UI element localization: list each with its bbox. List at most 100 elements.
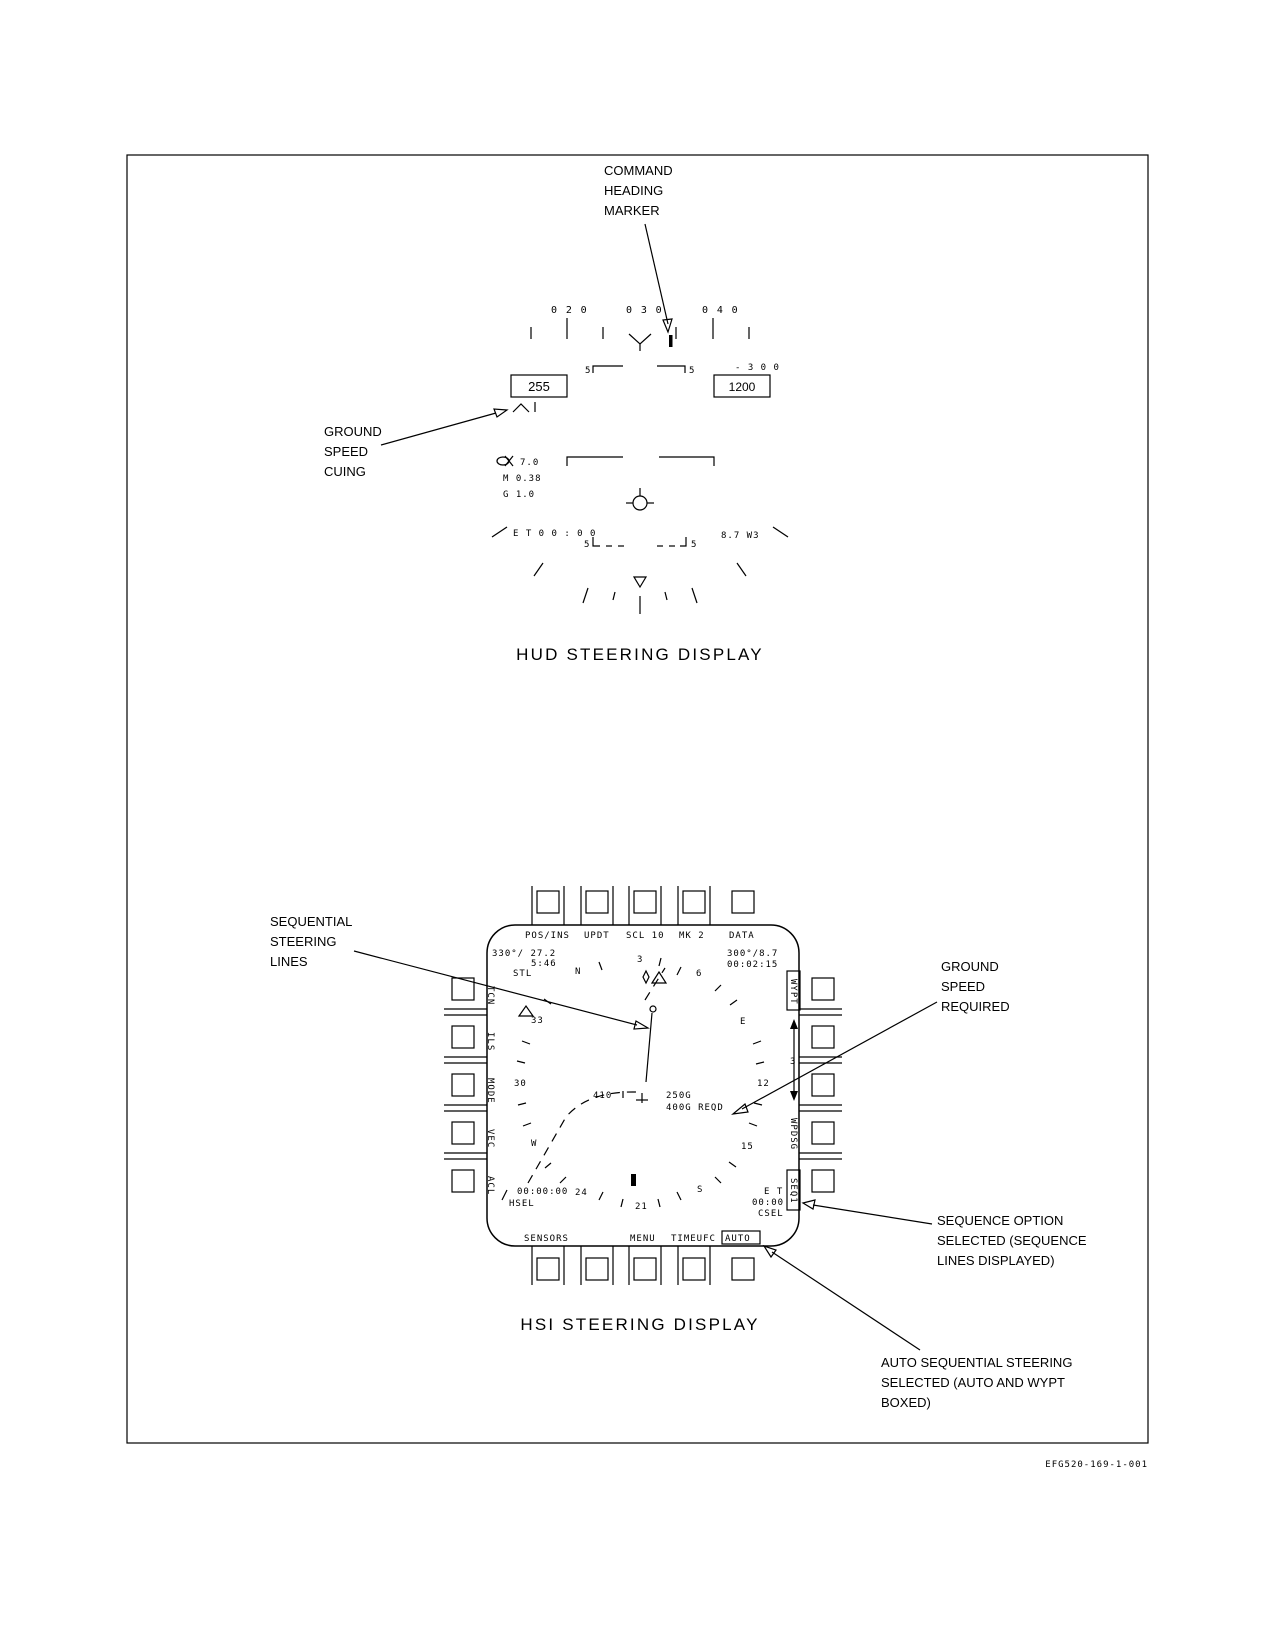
callout-gs-cuing-1: GROUND: [324, 424, 382, 439]
waypoint-time: 00:02:15: [727, 960, 778, 970]
range-scale-value: 3: [790, 1057, 796, 1067]
heading-tape-020: 0 2 0: [551, 305, 588, 316]
elapsed-time: E T 0 0 : 0 0: [513, 529, 596, 539]
leader-gs-required: [741, 1001, 938, 1110]
pitch-bar-upper-left: [592, 365, 623, 373]
bank-pointer: [632, 576, 648, 589]
callout-gs-cuing-3: CUING: [324, 464, 366, 479]
callout-gs-cuing-2: SPEED: [324, 444, 368, 459]
distance-waypoint: 8.7 W3: [721, 531, 760, 541]
callout-command-heading-1: COMMAND: [604, 163, 673, 178]
heading-tape-030: 0 3 0: [626, 305, 663, 316]
command-heading-marker: [669, 335, 673, 347]
wypt-box: [786, 970, 801, 1011]
label-ils[interactable]: ILS: [485, 1032, 495, 1051]
right-pushbuttons[interactable]: [799, 977, 842, 1193]
course-line: [645, 1012, 653, 1083]
label-seq1[interactable]: SEQ1: [788, 1178, 798, 1204]
heading-tape-040: 0 4 0: [702, 305, 739, 316]
compass-24: 24: [575, 1188, 588, 1198]
stl-label: STL: [513, 969, 532, 979]
callout-seq-lines-2: STEERING: [270, 934, 336, 949]
mach-value: M 0.38: [503, 474, 542, 484]
alpha-icon: [496, 455, 514, 467]
label-pos-ins[interactable]: POS/INS: [525, 931, 570, 941]
sequential-line-left: [527, 1091, 637, 1184]
hsi-display: POS/INS UPDT SCL 10 MK 2 DATA SENSORS ME…: [444, 886, 842, 1334]
leader-command-heading: [644, 223, 669, 325]
figure-id: EFG520-169-1-001: [1045, 1460, 1148, 1470]
heading-caret: [628, 333, 652, 345]
callout-auto-seq-3: BOXED): [881, 1395, 931, 1410]
vertical-velocity: - 3 0 0: [735, 363, 780, 373]
gs-required: 400G REQD: [666, 1103, 724, 1113]
label-wypt[interactable]: WYPT: [788, 979, 798, 1005]
alpha-value: 7.0: [520, 458, 539, 468]
et-label: E T: [764, 1187, 783, 1197]
compass-e: E: [740, 1017, 746, 1027]
heading-distance: 330°/ 27.2: [492, 949, 556, 959]
label-menu[interactable]: MENU: [630, 1234, 656, 1244]
auto-box: [721, 1230, 761, 1245]
top-pushbuttons[interactable]: [531, 886, 755, 925]
label-mk[interactable]: MK 2: [679, 931, 705, 941]
compass-ticks: [516, 957, 765, 1208]
horizon-bar-right: [659, 456, 715, 466]
callout-seq-option-3: LINES DISPLAYED): [937, 1253, 1055, 1268]
leader-seq-option: [812, 1204, 933, 1225]
waypoint-33-symbol: [517, 1004, 535, 1017]
et-time: 00:00: [752, 1198, 784, 1208]
callout-command-heading-3: MARKER: [604, 203, 660, 218]
horizon-bar-left: [566, 456, 623, 466]
label-wpdsg[interactable]: WPDSG: [788, 1118, 798, 1150]
hud-display: 0 2 0 0 3 0 0 4 0 5 5 255 - 3 0 0 1200: [491, 305, 789, 664]
callout-gs-required-1: GROUND: [941, 959, 999, 974]
label-scl[interactable]: SCL 10: [626, 931, 665, 941]
callout-seq-option-1: SEQUENCE OPTION: [937, 1213, 1063, 1228]
compass-6: 6: [696, 969, 702, 979]
pitch-label-upper-left: 5: [585, 366, 591, 376]
ground-speed-cuing: [512, 403, 530, 413]
label-updt[interactable]: UPDT: [584, 931, 610, 941]
bottom-pushbuttons[interactable]: [531, 1246, 755, 1285]
bank-scale: [491, 526, 789, 614]
label-timeufc[interactable]: TIMEUFC: [671, 1234, 716, 1244]
leader-seq-lines: [353, 950, 638, 1026]
seq-box: [786, 1169, 801, 1211]
left-pushbuttons[interactable]: [444, 977, 487, 1193]
label-vec[interactable]: VEC: [485, 1129, 495, 1148]
label-sensors[interactable]: SENSORS: [524, 1234, 569, 1244]
compass-30: 30: [514, 1079, 527, 1089]
compass-3: 3: [637, 955, 643, 965]
compass-s: S: [697, 1185, 703, 1195]
label-auto[interactable]: AUTO: [725, 1234, 751, 1244]
hsel-label: HSEL: [509, 1199, 535, 1209]
compass-33: 33: [531, 1016, 544, 1026]
label-data[interactable]: DATA: [729, 931, 755, 941]
callout-seq-lines-3: LINES: [270, 954, 308, 969]
label-mode[interactable]: MODE: [485, 1078, 495, 1104]
waypoint-symbol: [650, 970, 668, 984]
pitch-bar-upper-right: [657, 365, 686, 373]
label-tcn[interactable]: TCN: [485, 986, 495, 1005]
callout-seq-option-2: SELECTED (SEQUENCE: [937, 1233, 1087, 1248]
aircraft-symbol: [642, 969, 650, 985]
compass-12: 12: [757, 1079, 770, 1089]
leader-gs-cuing: [380, 412, 497, 446]
hud-title: HUD STEERING DISPLAY: [516, 645, 764, 664]
compass-15: 15: [741, 1142, 754, 1152]
altitude-value: 1200: [729, 380, 756, 394]
callout-auto-seq-1: AUTO SEQUENTIAL STEERING: [881, 1355, 1072, 1370]
velocity-vector: [626, 488, 654, 511]
tail-marker: [631, 1174, 636, 1186]
sequential-line-upper: [644, 967, 666, 1001]
elapsed-timer: 00:00:00: [517, 1187, 568, 1197]
callout-seq-lines-1: SEQUENTIAL: [270, 914, 352, 929]
csel-label: CSEL: [758, 1209, 784, 1219]
airspeed-box: [510, 374, 568, 398]
callout-auto-seq-2: SELECTED (AUTO AND WYPT: [881, 1375, 1065, 1390]
callout-gs-required-3: REQUIRED: [941, 999, 1010, 1014]
callout-command-heading-2: HEADING: [604, 183, 663, 198]
figure-frame: [126, 154, 1149, 1444]
label-acl[interactable]: ACL: [485, 1176, 495, 1195]
